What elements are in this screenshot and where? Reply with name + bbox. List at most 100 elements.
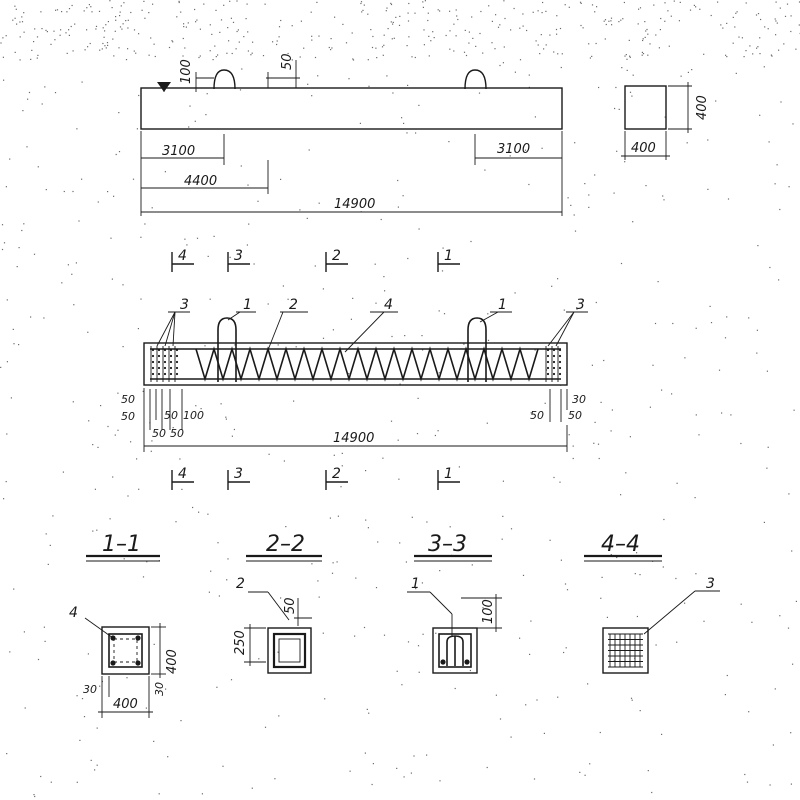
speck (522, 25, 524, 27)
speck (372, 763, 374, 765)
speck (114, 30, 116, 32)
cross-section-width: 400 (631, 141, 656, 156)
speck (375, 587, 378, 589)
rebar-dot (440, 659, 446, 665)
speck (188, 126, 190, 128)
speck (68, 34, 70, 36)
speck (138, 33, 140, 35)
speck (784, 15, 787, 17)
speck (645, 185, 647, 187)
speck (287, 52, 289, 55)
speck (720, 24, 722, 26)
speck (663, 518, 665, 521)
speck (603, 20, 605, 22)
speck (603, 359, 605, 362)
speck (213, 235, 215, 237)
dim-reinf-total: 14900 (333, 431, 374, 446)
speck (375, 302, 377, 304)
speck (604, 19, 607, 21)
speck (183, 23, 185, 25)
speck (588, 206, 590, 208)
speck (767, 28, 769, 30)
beam-cross-section: 400 400 (621, 82, 710, 160)
speck (276, 43, 278, 46)
mesh-node (169, 366, 173, 370)
speck (2, 56, 4, 58)
mesh-node (558, 372, 562, 376)
speck (487, 313, 489, 315)
speck (96, 727, 98, 729)
speck (744, 773, 746, 776)
mesh-node (163, 360, 167, 364)
speck (246, 244, 248, 246)
speck (217, 542, 219, 544)
speck (383, 34, 385, 36)
speck (37, 54, 39, 56)
speck (775, 34, 777, 36)
speck (541, 12, 543, 14)
speck (786, 3, 789, 5)
speck (30, 316, 32, 318)
speck (556, 15, 558, 17)
speck (138, 94, 140, 97)
speck (258, 658, 260, 660)
speck (371, 46, 374, 49)
speck (763, 66, 765, 68)
speck (424, 0, 426, 2)
speck (494, 48, 496, 50)
speck (597, 443, 600, 445)
speck (6, 753, 8, 755)
speck (491, 42, 493, 44)
speck (34, 795, 36, 798)
mesh-node (163, 354, 167, 358)
speck (1, 224, 4, 226)
speck (370, 29, 372, 31)
speck (514, 292, 516, 294)
speck (0, 366, 2, 368)
speck (330, 49, 332, 51)
section-2-stirrup (272, 632, 307, 669)
speck (616, 556, 618, 559)
speck (53, 30, 55, 32)
speck (695, 573, 697, 575)
speck (695, 6, 697, 8)
speck (470, 240, 472, 243)
speck (652, 364, 654, 366)
mesh-node (151, 372, 155, 376)
speck (411, 56, 413, 58)
speck (314, 56, 317, 59)
speck (287, 298, 289, 300)
speck (183, 26, 185, 28)
speck (228, 40, 230, 42)
speck (6, 433, 8, 435)
speck (591, 55, 593, 57)
speck (383, 276, 385, 278)
speck (591, 364, 593, 366)
speck (209, 298, 211, 300)
speck (792, 663, 794, 665)
speck (318, 35, 320, 37)
speck (549, 34, 551, 36)
speck (710, 322, 713, 324)
speck (105, 24, 107, 26)
section-4-mesh (608, 633, 643, 668)
speck (148, 12, 150, 14)
speck (250, 54, 252, 56)
speck (318, 596, 320, 598)
speck (595, 42, 597, 45)
lifting-loop-bar-left (217, 317, 237, 382)
speck (285, 526, 287, 528)
mesh-node (175, 354, 179, 358)
speck (408, 2, 410, 5)
speck (588, 43, 590, 45)
speck (403, 776, 405, 778)
speck (21, 16, 23, 18)
speck (153, 643, 155, 645)
speck (798, 1, 800, 3)
speck (422, 349, 424, 351)
speck (136, 128, 138, 130)
dim-left-d: 100 (183, 409, 204, 422)
mesh-node (558, 366, 562, 370)
speck (449, 48, 451, 50)
